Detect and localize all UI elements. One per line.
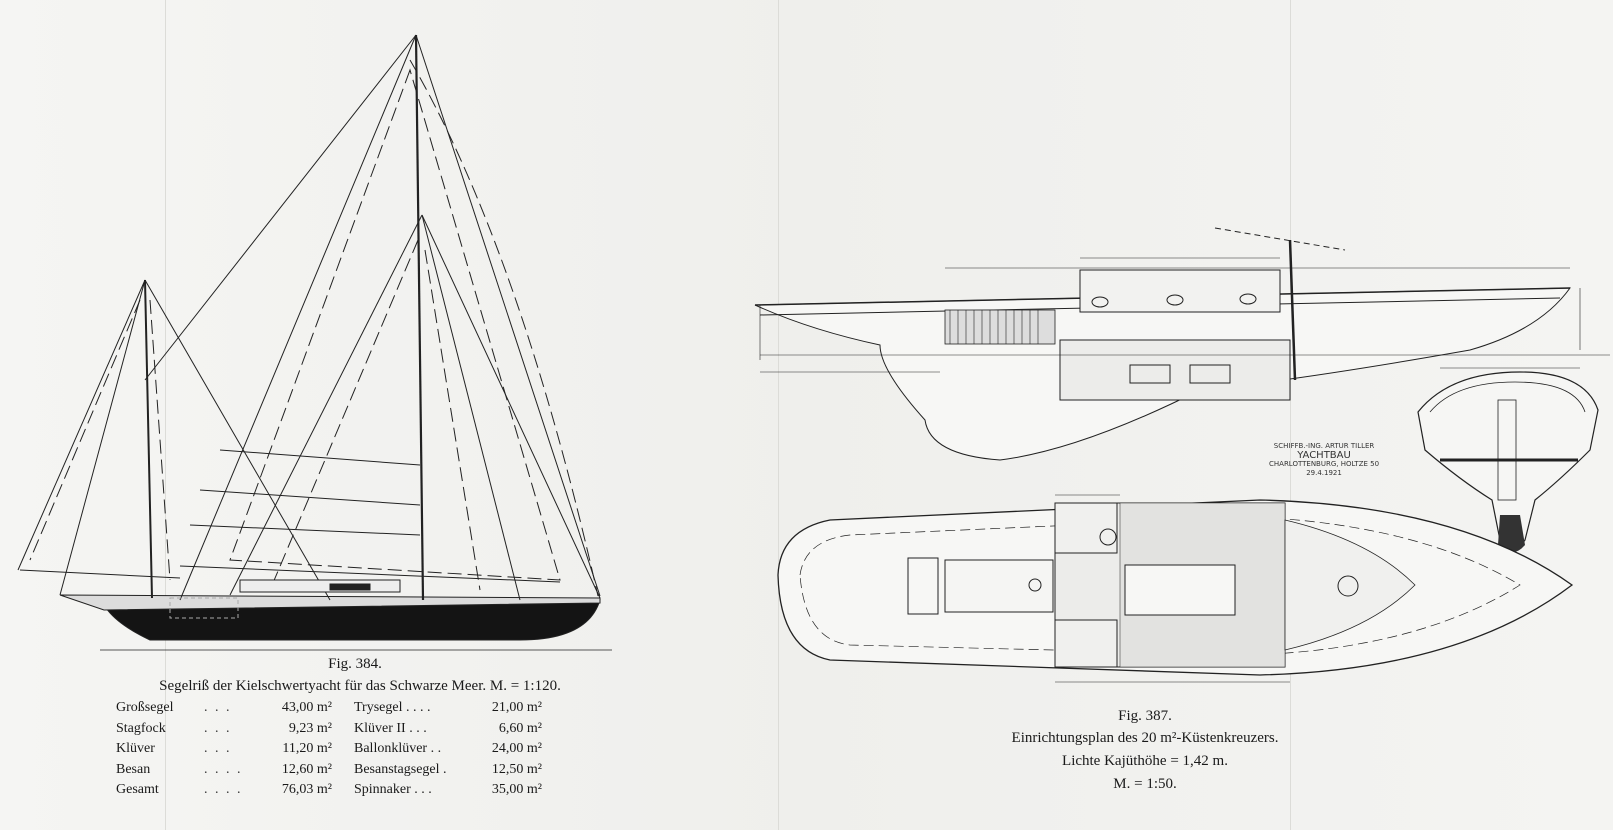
sail-area: 11,20 m² — [282, 741, 332, 756]
sail-area: 12,60 m² — [281, 761, 332, 777]
sail-name: Stagfock — [116, 720, 166, 736]
sail-name: Trysegel . . . . — [354, 700, 431, 715]
profile-drawing — [754, 227, 1610, 461]
left-figure-label: Fig. 384. — [328, 656, 382, 672]
sail-area: 12,50 m² — [491, 761, 542, 777]
leader-dots: . . . — [204, 720, 232, 736]
sail-name: Spinnaker . . . — [354, 782, 432, 797]
hull-dark — [105, 599, 601, 641]
right-figure-caption: Einrichtungsplan des 20 m²-Küstenkreuzer… — [1011, 730, 1279, 746]
sail-area: 76,03 m² — [281, 782, 332, 797]
sail-name: Besanstagsegel . — [354, 761, 447, 777]
stamp-line-3: CHARLOTTENBURG, HOLTZE 50 — [1269, 460, 1380, 468]
leader-dots: . . . — [204, 741, 232, 756]
stamp-line-4: 29.4.1921 — [1306, 469, 1342, 477]
page-fold — [778, 0, 779, 830]
sail-area: 35,00 m² — [491, 782, 542, 797]
sail-plan-drawing — [17, 34, 612, 651]
table-row: Klüver . . . 11,20 m² Ballonklüver . . 2… — [116, 739, 542, 760]
right-figure-label: Fig. 387. — [1118, 708, 1172, 724]
sail-area: 6,60 m² — [498, 720, 542, 736]
deck-plan-drawing — [777, 494, 1574, 683]
stamp-line-2: YACHTBAU — [1297, 450, 1351, 461]
sail-area-table: Großsegel . . . 43,00 m² Trysegel . . . … — [116, 698, 542, 801]
leader-dots: . . . . — [204, 782, 243, 797]
sail-area: 21,00 m² — [491, 700, 542, 715]
sail-name: Besan — [116, 761, 151, 777]
sail-area: 24,00 m² — [491, 741, 542, 756]
sail-name: Klüver II . . . — [354, 720, 427, 736]
table-row: Besan . . . . 12,60 m² Besanstagsegel . … — [116, 760, 542, 781]
sail-area: 43,00 m² — [281, 700, 332, 715]
sail-name: Großsegel — [116, 700, 174, 715]
table-row: Großsegel . . . 43,00 m² Trysegel . . . … — [116, 698, 542, 719]
sail-name: Klüver — [116, 741, 155, 756]
designer-stamp: SCHIFFB.-ING. ARTUR TILLER YACHTBAU CHAR… — [1269, 442, 1379, 478]
table-row: Gesamt . . . . 76,03 m² Spinnaker . . . … — [116, 780, 542, 801]
leader-dots: . . . . — [204, 761, 243, 777]
hull-topside — [59, 594, 601, 611]
page-fold — [1290, 0, 1291, 830]
main-mast — [414, 34, 425, 601]
sail-name: Gesamt — [116, 782, 159, 797]
left-figure-caption: Segelriß der Kielschwertyacht für das Sc… — [159, 678, 561, 694]
table-row: Stagfock . . . 9,23 m² Klüver II . . . 6… — [116, 719, 542, 740]
sail-area: 9,23 m² — [288, 720, 332, 736]
scale-note: M. = 1:50. — [1113, 776, 1177, 792]
sail-name: Ballonklüver . . — [354, 741, 442, 756]
page-fold — [165, 0, 166, 830]
stamp-line-1: SCHIFFB.-ING. ARTUR TILLER — [1273, 442, 1375, 450]
mizzen-mast — [144, 279, 153, 599]
cabin-height: Lichte Kajüthöhe = 1,42 m. — [1062, 753, 1228, 769]
leader-dots: . . . — [204, 700, 232, 715]
cross-section-drawing — [1417, 367, 1599, 553]
